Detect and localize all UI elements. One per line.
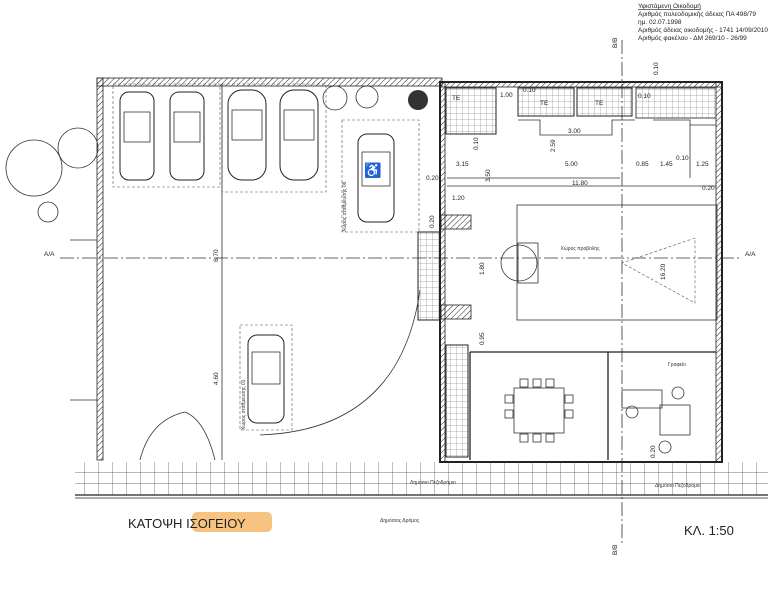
parking-label: Χώρος στάθμευσης 01: [240, 379, 247, 430]
dimension: 5.00: [565, 161, 578, 168]
ramp-arc: [259, 289, 421, 436]
office-desks: [621, 386, 691, 454]
header-title: Υφιστάμενη Οικοδομή: [638, 2, 701, 10]
gate-swing: [139, 411, 216, 461]
header-line: ημ. 02.07.1998: [638, 19, 682, 26]
staircase: [445, 344, 469, 458]
road-label: Δημόσιος Δρόμος: [380, 517, 420, 524]
dimension: 1.25: [696, 161, 709, 168]
dimension: 2.59: [550, 139, 557, 152]
dimension: 1.45: [660, 161, 673, 168]
parked-car: [119, 89, 395, 424]
header-line: Αριθμός φακέλου - ΔΜ 269/10 - 26/99: [638, 34, 747, 42]
section-label: B/B: [612, 38, 619, 48]
room-label: TE: [452, 95, 461, 102]
dimension: 11.80: [572, 180, 588, 187]
dimension: 0.10: [676, 155, 689, 162]
dimension: 1.80: [479, 262, 486, 275]
boundary-wall: [96, 77, 104, 461]
parking-label: Χώρος στάθμευσης 06: [341, 181, 348, 232]
highlight-mark: [192, 512, 272, 532]
dimension: 0.20: [702, 185, 715, 192]
room-label: Χώρος προβολής: [561, 245, 601, 252]
wc-room: [445, 87, 497, 135]
projection-beam: [621, 237, 696, 304]
dimension: 1.00: [500, 92, 513, 99]
meeting-table: [513, 387, 565, 434]
section-label: A/A: [44, 251, 55, 258]
boundary-wall: [96, 77, 443, 87]
dimension: 0.85: [636, 161, 649, 168]
dimension: 3.50: [485, 169, 492, 182]
dimension: 0.20: [426, 175, 439, 182]
dimension: 0.20: [650, 445, 657, 458]
dimension: 3.15: [456, 161, 469, 168]
room-label: TE: [540, 100, 549, 107]
section-label: B/B: [612, 545, 619, 555]
dimension: 3.00: [568, 128, 581, 135]
header-line: Αριθμός άδειας οικοδομής - 1741 14/09/20…: [638, 26, 768, 34]
projection-area: [516, 204, 718, 321]
chairs: [504, 378, 574, 443]
wc-room: [517, 87, 575, 117]
spiral-staircase: [500, 244, 538, 282]
header-line: Αριθμός πολεοδομικής άδειας ΠΑ 498/79: [638, 10, 756, 18]
accessible-icon: ♿: [364, 162, 381, 179]
dimension: 0.10: [638, 93, 651, 100]
dimension: 6.70: [213, 249, 220, 262]
sidewalk-label: Δημόσιο Πεζοδρόμιο: [410, 479, 456, 486]
dimension: 0.10: [653, 62, 660, 75]
wc-room: [576, 87, 633, 117]
dimension: 4.60: [213, 372, 220, 385]
room-label: TE: [595, 100, 604, 107]
dimension: 16.20: [660, 263, 667, 280]
room-label: Γραφείο: [668, 362, 686, 368]
entrance-steps: [417, 231, 441, 321]
dimension: 0.10: [473, 137, 480, 150]
dimension: 1.20: [452, 195, 465, 202]
scale-label: ΚΛ. 1:50: [684, 523, 734, 538]
sidewalk-label: Δημόσιο Πεζοδρόμιο: [655, 482, 701, 489]
plan-title: ΚΑΤΟΨΗ ΙΣΟΓΕΙΟΥ: [128, 516, 246, 531]
dimension: 0.95: [479, 332, 486, 345]
public-sidewalk: [75, 462, 768, 495]
section-label: A/A: [745, 251, 756, 258]
dimension: 0.10: [523, 87, 536, 94]
header-block: Υφιστάμενη Οικοδομή Αριθμός πολεοδομικής…: [638, 2, 768, 42]
tree-icon: [5, 85, 428, 223]
dimension: 0.20: [429, 215, 436, 228]
